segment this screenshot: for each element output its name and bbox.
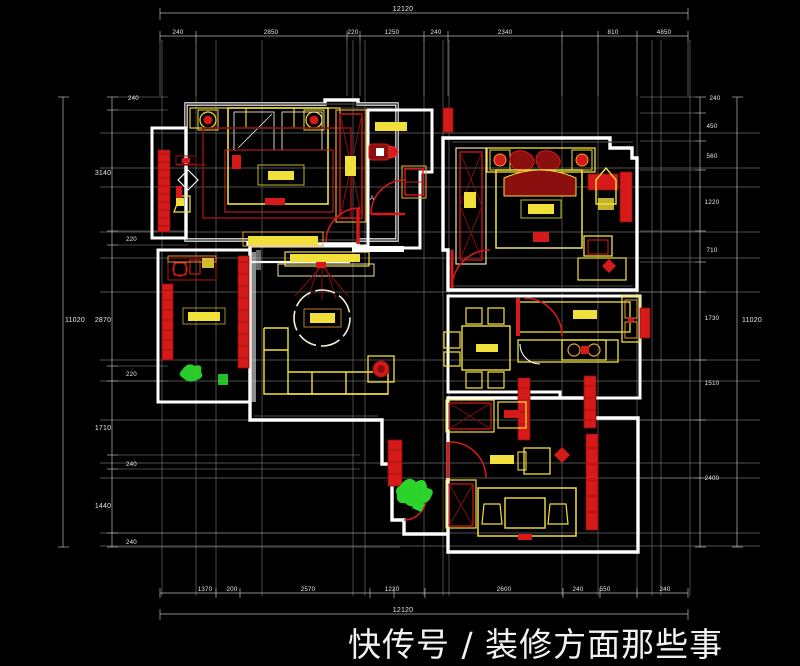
dim-right-6: 1730 — [705, 315, 720, 322]
dimension-lines — [58, 8, 743, 620]
dim-left-9: 240 — [126, 539, 137, 546]
sofa — [263, 327, 389, 395]
curtain — [157, 149, 171, 233]
dim-top-overall: 12120 — [393, 6, 413, 13]
dim-top-8: 4850 — [657, 29, 672, 36]
structural-columns — [387, 375, 599, 531]
watermark-text: 快传号 / 装修方面那些事 — [348, 625, 724, 664]
dim-left-1: 240 — [128, 95, 139, 102]
living-room — [263, 251, 395, 395]
dim-left-2: 3140 — [95, 170, 111, 177]
bedroom-3 — [445, 399, 577, 540]
kitchen — [516, 295, 651, 365]
wardrobe — [445, 399, 495, 433]
dim-right-5: 710 — [707, 247, 718, 254]
potted-plant — [179, 364, 203, 382]
wardrobe — [455, 147, 487, 265]
dim-bottom-2: 200 — [227, 586, 238, 593]
dimension-labels: 12120 240 2850 220 1250 240 2340 810 485… — [65, 6, 762, 614]
dim-bottom-5: 2600 — [497, 586, 512, 593]
tv-cabinet — [284, 251, 370, 267]
dim-top-3: 220 — [348, 29, 359, 36]
dim-bottom-overall: 12120 — [393, 607, 413, 614]
bedroom-2 — [442, 107, 633, 289]
dim-bottom-3: 2570 — [301, 586, 316, 593]
dim-top-1: 240 — [173, 29, 184, 36]
dim-bottom-6: 240 — [573, 586, 584, 593]
dim-right-4: 1220 — [705, 199, 720, 206]
dim-bottom-4: 1220 — [385, 586, 400, 593]
desk — [583, 235, 613, 257]
dim-top-5: 240 — [431, 29, 442, 36]
dim-left-4: 2870 — [95, 317, 111, 324]
dining-chair — [443, 307, 505, 389]
dim-top-7: 810 — [608, 29, 619, 36]
dim-top-6: 2340 — [498, 29, 513, 36]
dining-table — [461, 325, 511, 371]
left-side-rooms — [157, 149, 250, 385]
dim-top-2: 2850 — [264, 29, 279, 36]
dim-bottom-7: 550 — [600, 586, 611, 593]
dim-right-2: 450 — [707, 123, 718, 130]
dim-right-1: 240 — [710, 95, 721, 102]
dim-left-overall: 11020 — [65, 317, 85, 324]
dim-right-8: 2400 — [705, 475, 720, 482]
dim-left-5: 220 — [126, 371, 137, 378]
dim-bottom-8: 240 — [660, 586, 671, 593]
dim-right-3: 560 — [707, 153, 718, 160]
dim-left-7: 240 — [126, 461, 137, 468]
entry-hall — [392, 478, 448, 536]
dim-right-overall: 11020 — [742, 317, 762, 324]
dim-left-6: 1710 — [95, 425, 111, 432]
decor-diamond — [554, 447, 570, 463]
potted-plant — [396, 478, 433, 512]
dim-bottom-1: 1370 — [198, 586, 213, 593]
dim-left-3: 220 — [126, 236, 137, 243]
dim-left-8: 1440 — [95, 503, 111, 510]
desk — [523, 447, 551, 475]
toilet — [368, 143, 399, 161]
coffee-table — [293, 289, 351, 347]
master-bedroom — [189, 107, 367, 247]
bathroom-main: A — [368, 122, 427, 216]
door-swing — [325, 207, 361, 243]
stove — [561, 339, 607, 361]
dim-top-4: 1250 — [385, 29, 400, 36]
dining-room — [443, 307, 511, 389]
dim-right-7: 1510 — [705, 380, 720, 387]
corridor-details — [250, 246, 404, 402]
svg-text:A: A — [370, 195, 375, 202]
wardrobe — [335, 109, 367, 223]
